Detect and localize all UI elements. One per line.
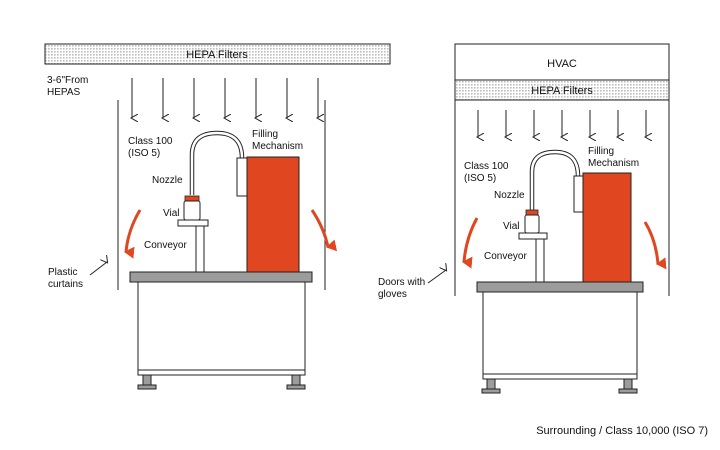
left-foot-left: [142, 374, 152, 386]
left-class-label-2: (ISO 5): [128, 148, 160, 159]
left-nozzle-tube: [189, 130, 245, 195]
right-vial-cap: [525, 209, 539, 216]
left-table-kick: [137, 369, 306, 376]
left-distance-label-2: HEPAS: [47, 87, 80, 98]
left-airflow-out-left: [124, 209, 142, 259]
left-class-label: Class 100: [128, 136, 173, 147]
right-airflow-out-left: [462, 217, 479, 269]
left-vial: [183, 200, 201, 221]
right-airflow-out-right: [643, 221, 667, 270]
right-table-body: [482, 291, 638, 375]
left-filling-label-2: Mechanism: [252, 141, 303, 152]
surrounding-class-label: Surrounding / Class 10,000 (ISO 7): [536, 425, 708, 437]
left-hepa-label: HEPA Filters: [186, 49, 248, 61]
left-table-body: [137, 281, 306, 371]
left-barrier-pointer: [89, 262, 107, 276]
right-nozzle-tube: [529, 149, 581, 210]
right-hvac-box: [454, 43, 670, 81]
right-barrier-label: Doors with: [378, 277, 425, 288]
right-hepa-filter: [454, 79, 670, 101]
right-vial-platform: [518, 232, 548, 240]
left-hepa-filter: [44, 43, 391, 65]
right-table-top: [476, 281, 644, 293]
right-conveyor-post: [535, 238, 545, 284]
left-nozzle-head: [236, 157, 249, 197]
right-vial: [524, 214, 540, 234]
left-conveyor-post: [195, 225, 205, 275]
right-foot-left: [486, 378, 496, 390]
left-barrier-label-2: curtains: [48, 279, 83, 290]
left-vial-platform: [177, 219, 209, 227]
right-filling-machine: [582, 172, 632, 284]
left-filling-label: Filling: [252, 129, 278, 140]
right-class-label: Class 100: [464, 161, 509, 172]
right-unit: HVAC HEPA Filters Class 100 (ISO 5) Fill…: [378, 43, 670, 394]
left-conveyor-label: Conveyor: [144, 240, 187, 251]
left-nozzle-label: Nozzle: [152, 175, 183, 186]
right-vial-label: Vial: [503, 221, 520, 232]
right-conveyor-label: Conveyor: [484, 251, 527, 262]
left-table-top: [129, 271, 313, 283]
right-barrier-label-2: gloves: [378, 289, 407, 300]
right-hvac-label: HVAC: [547, 58, 577, 70]
left-foot-right: [291, 374, 301, 386]
left-filling-machine: [246, 156, 300, 275]
right-filling-label-2: Mechanism: [588, 158, 639, 169]
right-barrier-pointer: [427, 270, 446, 284]
right-airflow-arrows: [478, 110, 646, 137]
right-nozzle-label: Nozzle: [494, 190, 525, 201]
left-airflow-out-right: [310, 209, 338, 252]
left-unit: HEPA Filters 3-6"From HEPAS Class 100 (I…: [44, 43, 391, 390]
right-table-kick: [482, 373, 638, 380]
left-distance-label: 3-6"From: [47, 75, 88, 86]
right-hepa-label: HEPA Filters: [531, 85, 593, 97]
left-barrier-label: Plastic: [48, 267, 77, 278]
right-class-label-2: (ISO 5): [464, 173, 496, 184]
left-vial-label: Vial: [163, 208, 180, 219]
right-filling-label: Filling: [588, 146, 614, 157]
right-foot-right: [623, 378, 633, 390]
left-airflow-arrows: [132, 78, 318, 118]
left-vial-cap: [184, 195, 200, 202]
